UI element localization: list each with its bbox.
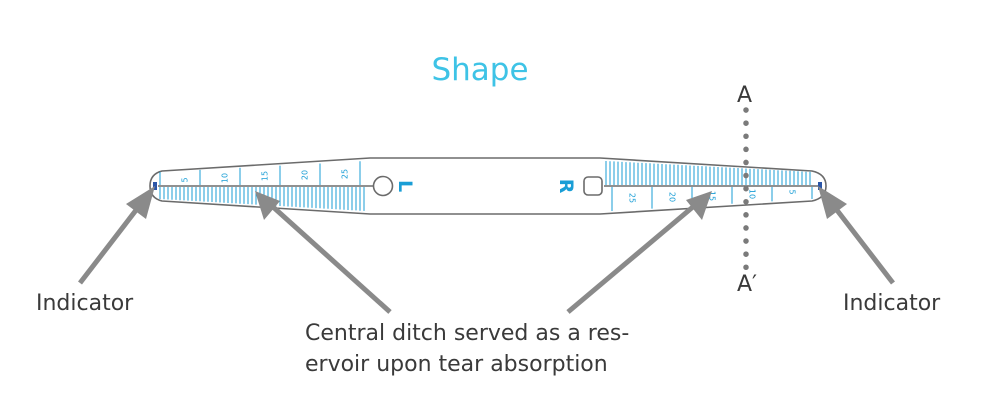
left-round-notch [372,175,394,197]
arrow-central-ditch-right [566,191,712,314]
left-scale-tick-4: 20 [301,170,310,180]
side-label-left: L [394,180,416,192]
central-ditch-caption-line-2: ervoir upon tear absorption [305,352,608,377]
right-scale-tick-5: 5 [788,189,797,194]
section-label-top: A [737,83,753,108]
right-scale-tick-1: 25 [628,193,637,203]
arrow-indicator-left [78,186,155,285]
left-scale-tick-1: 5 [181,177,190,182]
arrow-central-ditch-left [255,191,392,314]
left-scale-tick-3: 15 [261,171,270,181]
right-scale-tick-4: 10 [748,189,757,199]
right-square-notch [583,176,603,196]
right-scale-tick-3: 15 [708,191,717,201]
right-upper-hatching [605,161,811,185]
side-label-right: R [555,179,577,194]
left-scale-tick-5: 25 [341,169,350,179]
strip-outline [149,157,827,215]
indicator-label-right: Indicator [843,291,941,316]
section-label-bottom: A′ [737,272,758,297]
right-lower-hatching [611,187,813,211]
central-ditch-caption: Central ditch served as a res- ervoir up… [305,318,725,380]
indicator-label-left: Indicator [36,291,134,316]
left-scale-tick-2: 10 [221,173,230,183]
arrow-indicator-right [818,186,895,285]
central-ditch-caption-line-1: Central ditch served as a res- [305,321,630,346]
left-upper-hatching [159,161,361,185]
right-scale-tick-2: 20 [668,192,677,202]
diagram-title: Shape [431,52,529,88]
